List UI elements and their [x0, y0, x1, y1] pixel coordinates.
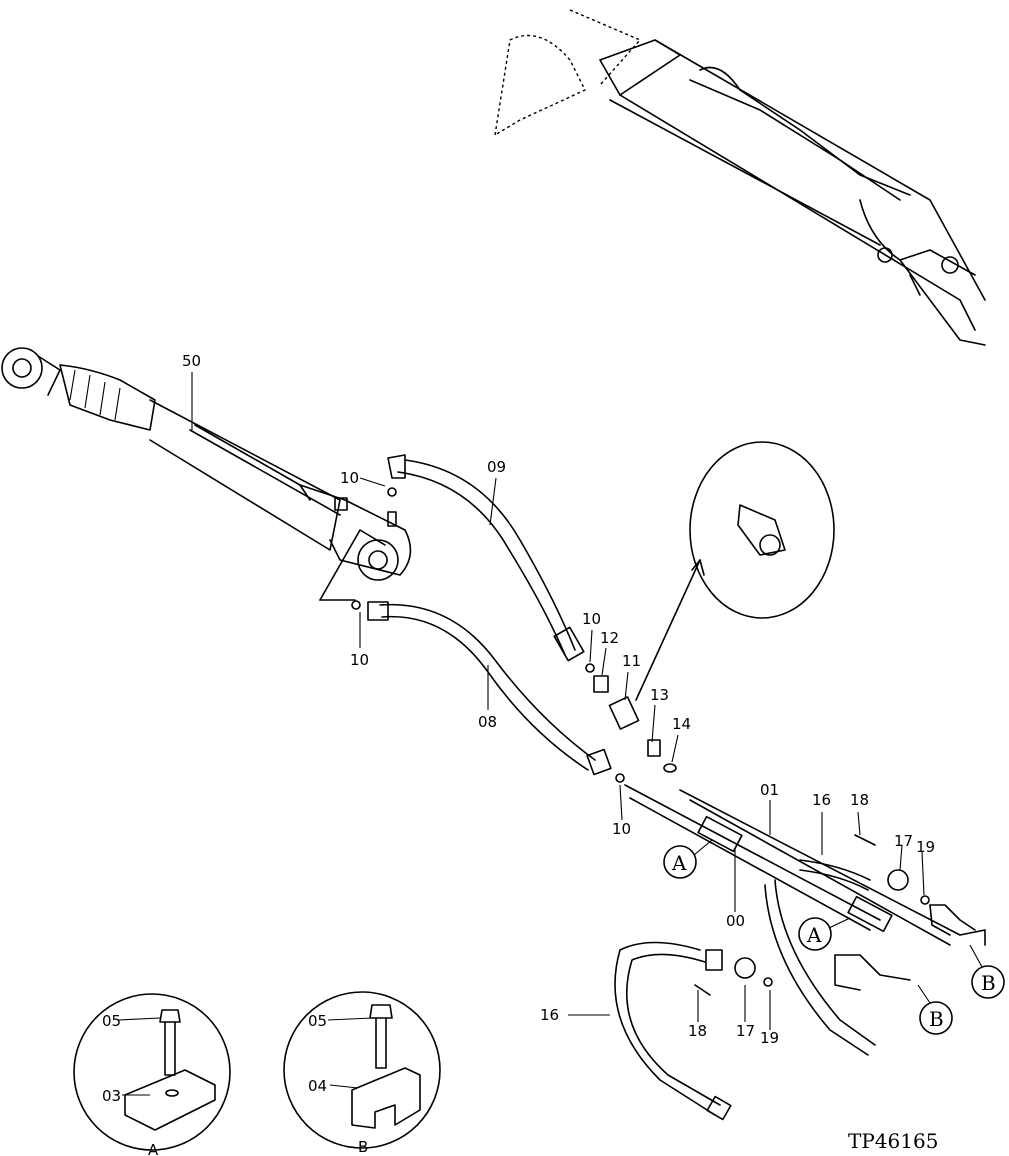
label-11: 11	[622, 652, 641, 670]
label-12: 12	[600, 629, 619, 647]
hose-08	[351, 600, 612, 776]
detail-b: 05 04 B	[283, 991, 441, 1156]
reference-code: TP46165	[848, 1129, 938, 1153]
fittings-group	[585, 663, 677, 783]
machine-overview	[494, 9, 986, 346]
detail-a-caption: A	[148, 1141, 159, 1156]
label-18-upper: 18	[850, 791, 869, 809]
leader-lines	[191, 372, 925, 1030]
hose-16	[614, 834, 930, 1121]
boom-cylinder	[1, 347, 412, 601]
detail-a: 05 03 A	[73, 993, 231, 1156]
label-16-upper: 16	[812, 791, 831, 809]
label-14: 14	[672, 715, 691, 733]
label-10-mid: 10	[582, 610, 601, 628]
callout-b1-text: B	[981, 971, 996, 995]
label-10-top: 10	[340, 469, 359, 487]
label-17-upper: 17	[894, 832, 913, 850]
label-13: 13	[650, 686, 669, 704]
detail-a-clamp-label: 03	[102, 1087, 121, 1105]
callout-b1: B	[969, 944, 1005, 999]
detail-b-bolt-label: 05	[308, 1012, 327, 1030]
label-09: 09	[487, 458, 506, 476]
callout-b2: B	[917, 984, 953, 1035]
detail-b-caption: B	[358, 1138, 368, 1156]
hose-09	[387, 454, 585, 662]
label-19-lower: 19	[760, 1029, 779, 1047]
detail-b-clamp-label: 04	[308, 1077, 327, 1095]
label-00: 00	[726, 912, 745, 930]
detail-zoom	[635, 441, 835, 701]
callout-a2: A	[798, 917, 851, 951]
label-10-bottom: 10	[612, 820, 631, 838]
label-18-lower: 18	[688, 1022, 707, 1040]
callout-a1-text: A	[671, 851, 687, 875]
pipe-assembly	[624, 784, 986, 991]
label-50: 50	[182, 352, 201, 370]
label-08: 08	[478, 713, 497, 731]
label-19-upper: 19	[916, 838, 935, 856]
label-17-lower: 17	[736, 1022, 755, 1040]
label-16-lower: 16	[540, 1006, 559, 1024]
callout-b2-text: B	[929, 1007, 944, 1031]
label-10-left: 10	[350, 651, 369, 669]
callout-a1: A	[663, 839, 713, 879]
detail-a-bolt-label: 05	[102, 1012, 121, 1030]
callout-a2-text: A	[806, 923, 822, 947]
label-01: 01	[760, 781, 779, 799]
part-labels: 50 10 09 10 08 10 12 11 13 14 10 01 00 1…	[182, 352, 935, 1047]
